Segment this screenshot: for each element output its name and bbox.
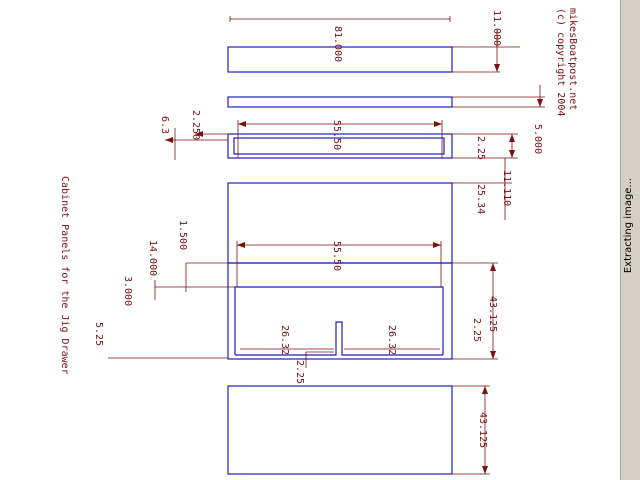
dim-panel-top: 11.000	[491, 10, 502, 46]
dim-bottom-height: 43.125	[477, 412, 488, 448]
dim-slot-depth: 2.250	[190, 110, 201, 140]
copyright-line-1: (c) copyright 2004	[555, 8, 566, 116]
dim-offset-d: 5.25	[93, 322, 104, 346]
dim-offset-b: 14.000	[147, 240, 158, 276]
frame-panel	[227, 262, 453, 360]
dim-gap-offset: 5.000	[532, 124, 543, 154]
dim-offset-c: 3.000	[122, 276, 133, 306]
dim-notch: 2.25	[294, 360, 305, 384]
drawing-title: Cabinet Panels for the Jig Drawer	[59, 176, 70, 375]
dim-slot-gap: 2.25	[475, 136, 486, 160]
bottom-panel	[227, 385, 453, 475]
dim-left-half: 26.32	[279, 325, 290, 355]
top-panel	[227, 46, 453, 73]
grooved-panel-inner	[233, 137, 445, 155]
grooved-panel	[227, 133, 453, 159]
status-strip: Extracting image...	[620, 0, 640, 480]
dim-middle-gap: 25.34	[475, 184, 486, 214]
frame-inner-outline	[234, 286, 444, 356]
thin-strip-panel	[227, 96, 453, 108]
cabinet-drawing: 81.000 11.000 5.000 55.50 55.50 6.3 2.25…	[59, 8, 578, 475]
dim-lower-width: 55.50	[331, 241, 342, 271]
status-text: Extracting image...	[623, 178, 634, 274]
dim-frame-height: 43.125	[487, 296, 498, 332]
dim-right-gap: 2.25	[471, 318, 482, 342]
dim-middle-depth: 11.110	[501, 170, 512, 206]
copyright-line-2: mikesBoatpost.net	[567, 8, 578, 110]
dim-offset-a: 1.500	[177, 220, 188, 250]
dim-right-half: 26.32	[386, 325, 397, 355]
dim-upper-width: 55.50	[331, 120, 342, 150]
dim-total-length: 81.000	[332, 26, 343, 62]
dim-thickness: 6.3	[159, 116, 170, 134]
